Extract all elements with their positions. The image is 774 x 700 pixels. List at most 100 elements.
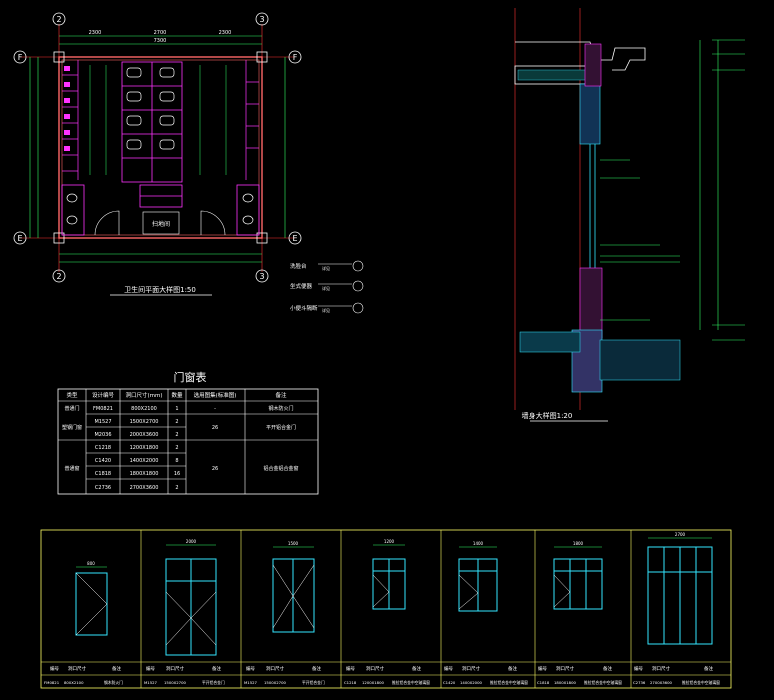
callout-bubble <box>352 280 364 292</box>
svg-text:800X2100: 800X2100 <box>131 406 157 412</box>
svg-text:类型: 类型 <box>66 391 78 399</box>
svg-text:3: 3 <box>259 272 264 281</box>
svg-text:平开铝合金门: 平开铝合金门 <box>202 680 225 685</box>
svg-text:1800X1800: 1800X1800 <box>130 471 159 477</box>
mop-room <box>142 211 180 235</box>
column <box>256 51 268 63</box>
svg-text:1500: 1500 <box>288 541 299 546</box>
schedule: 门窗表 类型 设计编号 洞口尺寸(mm) 数量 选用图集(标准图) 备注 普通门 <box>57 370 319 495</box>
left-urinals <box>64 66 70 151</box>
elevation-c2736: 2700 <box>647 532 713 645</box>
svg-text:钢木防火门: 钢木防火门 <box>104 680 123 685</box>
svg-text:26: 26 <box>212 466 218 472</box>
svg-text:洞口尺寸: 洞口尺寸 <box>166 665 184 672</box>
svg-text:M1527: M1527 <box>244 680 258 685</box>
svg-text:F: F <box>18 53 23 62</box>
svg-text:C1818: C1818 <box>95 471 111 477</box>
dim-top-1: 2300 <box>89 30 102 36</box>
dim-top-overall: 7300 <box>154 38 167 44</box>
svg-text:塑钢门窗: 塑钢门窗 <box>62 424 82 431</box>
svg-text:C1818: C1818 <box>537 680 550 685</box>
svg-text:编号: 编号 <box>634 665 643 672</box>
svg-text:洞口尺寸: 洞口尺寸 <box>366 665 384 672</box>
svg-text:洞口尺寸: 洞口尺寸 <box>462 665 480 672</box>
svg-text:1200X1800: 1200X1800 <box>130 445 159 451</box>
svg-text:-: - <box>214 406 216 412</box>
svg-text:编号: 编号 <box>444 665 453 672</box>
svg-text:普通窗: 普通窗 <box>64 465 79 472</box>
svg-text:2: 2 <box>175 445 178 451</box>
lower-wall <box>579 267 603 339</box>
elevation-c1218: 1200 <box>372 539 406 610</box>
toilet-plan: 2 3 2 3 F E F E <box>13 12 302 296</box>
svg-text:备注: 备注 <box>704 665 713 672</box>
plan-title: 卫生间平面大样图1:50 <box>124 285 196 294</box>
svg-text:普通门: 普通门 <box>64 405 79 412</box>
svg-text:FM0821: FM0821 <box>93 406 113 412</box>
strip-footer-values: FM0821 800X2100 钢木防火门 M1527 1500X2700 平开… <box>44 680 720 685</box>
door-swing <box>94 210 120 236</box>
column <box>53 232 65 244</box>
elevation-m1527: 1500 <box>272 541 315 633</box>
svg-text:3: 3 <box>259 15 264 24</box>
svg-text:2: 2 <box>56 272 61 281</box>
elevation-fm0821: 800 <box>75 561 108 636</box>
dim-top-2: 2700 <box>154 30 167 36</box>
level-marks <box>712 39 745 341</box>
svg-text:C1218: C1218 <box>344 680 357 685</box>
axis-bubble-top-left: 2 <box>52 12 66 26</box>
svg-text:编号: 编号 <box>146 665 155 672</box>
axis-bubble-left-top: F <box>13 50 27 64</box>
svg-text:铝合金铝合金窗: 铝合金铝合金窗 <box>263 465 298 472</box>
svg-text:洞口尺寸(mm): 洞口尺寸(mm) <box>125 391 162 399</box>
roof-hatch <box>517 69 593 81</box>
callout-bubble <box>352 302 364 314</box>
strip-frame <box>40 529 732 689</box>
column <box>256 232 268 244</box>
svg-text:1200X1800: 1200X1800 <box>362 680 385 685</box>
svg-text:备注: 备注 <box>508 665 517 672</box>
svg-text:推拉铝合金中空玻璃窗: 推拉铝合金中空玻璃窗 <box>682 680 720 685</box>
schedule-rows: 普通门 FM0821 800X2100 1 - 钢木防火门 塑钢门窗 M1527… <box>62 405 299 491</box>
svg-text:编号: 编号 <box>538 665 547 672</box>
elevation-c1420: 1400 <box>458 541 498 612</box>
svg-text:坐式便器: 坐式便器 <box>290 282 313 290</box>
floor-slab <box>519 331 581 353</box>
schedule-grid <box>58 389 318 494</box>
svg-text:编号: 编号 <box>246 665 255 672</box>
svg-text:洗脸台: 洗脸台 <box>290 262 307 270</box>
wash-area <box>61 184 260 236</box>
svg-text:F: F <box>293 53 298 62</box>
center-stalls <box>121 61 183 183</box>
svg-text:800: 800 <box>87 561 95 566</box>
leader-lines <box>600 159 680 321</box>
svg-text:1200: 1200 <box>384 539 395 544</box>
svg-text:800X2100: 800X2100 <box>64 680 84 685</box>
inner-wall <box>61 59 260 236</box>
svg-text:16: 16 <box>174 471 180 477</box>
svg-text:E: E <box>292 234 297 243</box>
svg-text:2700: 2700 <box>675 532 686 537</box>
svg-text:FM0821: FM0821 <box>44 680 60 685</box>
svg-text:编号: 编号 <box>346 665 355 672</box>
svg-text:C1218: C1218 <box>95 445 111 451</box>
svg-text:编号: 编号 <box>50 665 59 672</box>
svg-text:2700X3600: 2700X3600 <box>130 485 159 491</box>
svg-text:1800X1800: 1800X1800 <box>554 680 577 685</box>
svg-text:2: 2 <box>175 432 178 438</box>
svg-text:洞口尺寸: 洞口尺寸 <box>68 665 86 672</box>
svg-text:洞口尺寸: 洞口尺寸 <box>556 665 574 672</box>
svg-text:1400: 1400 <box>473 541 484 546</box>
svg-text:推拉铝合金中空玻璃窗: 推拉铝合金中空玻璃窗 <box>392 680 430 685</box>
column <box>53 51 65 63</box>
legend-item: 洗脸台 详见 <box>290 260 364 272</box>
svg-text:2000X3600: 2000X3600 <box>130 432 159 438</box>
axis-bubble-top-right: 3 <box>255 12 269 26</box>
callout-bubble <box>352 260 364 272</box>
wall-section: 墙身大样图1:20 <box>514 8 745 422</box>
axis-bubble-bottom-left: 2 <box>52 269 66 283</box>
svg-text:1400X2000: 1400X2000 <box>460 680 483 685</box>
door-swing <box>200 210 226 236</box>
svg-text:E: E <box>17 234 22 243</box>
